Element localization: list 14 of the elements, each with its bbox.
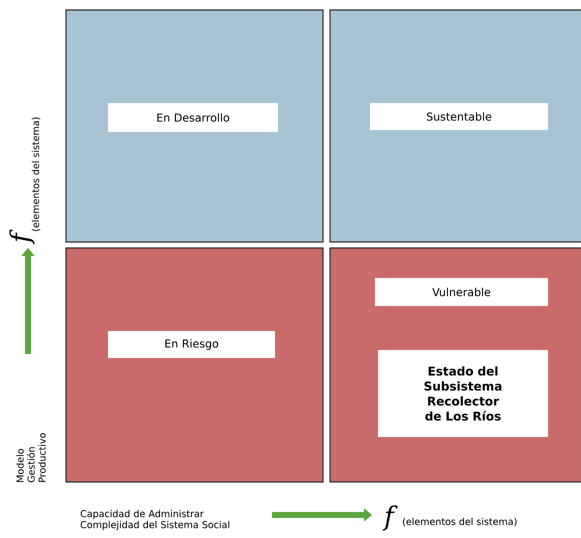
- label-box: Estado del Subsistema Recolector de Los Ríos: [378, 350, 548, 437]
- function-symbol: f: [9, 229, 35, 244]
- axis-label: (elementos del sistema): [32, 118, 40, 231]
- quadrant-box: [65, 9, 324, 243]
- label-box: Vulnerable: [375, 278, 548, 306]
- quadrant-box: [65, 247, 324, 483]
- axis-label: (elementos del sistema): [403, 518, 516, 526]
- axis-label: Modelo Gestión Productivo: [16, 433, 46, 482]
- label-box: En Riesgo: [108, 331, 275, 358]
- label-box: Sustentable: [370, 103, 548, 130]
- function-symbol: f: [382, 505, 398, 531]
- axis-label: Capacidad de Administrar Complejidad del Sistema Social: [80, 510, 230, 530]
- quadrant-box: [329, 9, 581, 243]
- label-box: En Desarrollo: [108, 103, 278, 132]
